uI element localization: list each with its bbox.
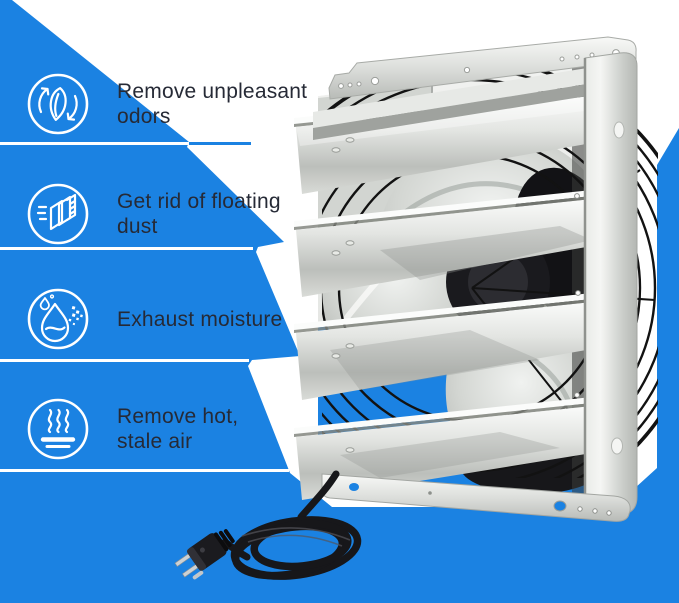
separator-lines (0, 142, 289, 472)
heat-icon (27, 398, 89, 460)
fan-top-inner-panel (313, 64, 612, 128)
feature-row-hot-air: Remove hot, stale air (26, 397, 326, 461)
fan-top-inner-shadow (313, 80, 612, 140)
power-cord (174, 470, 362, 580)
feature-row-dust: Get rid of floating dust (26, 182, 326, 246)
feature-label: Remove hot, stale air (117, 405, 239, 453)
fan-top-flange (328, 36, 637, 100)
fan-louver (294, 190, 592, 297)
fan-louver (294, 397, 592, 500)
fan-assembly (294, 36, 658, 522)
feature-label: Get rid of floating dust (117, 190, 281, 238)
fan-frame-right (574, 52, 638, 516)
odor-icon (27, 73, 89, 135)
feature-row-odors: Remove unpleasant odors (26, 72, 326, 136)
fan-louver (294, 293, 592, 400)
moisture-icon (27, 288, 89, 350)
feature-label: Remove unpleasant odors (117, 80, 308, 128)
power-plug (174, 529, 235, 580)
dust-icon (27, 183, 89, 245)
feature-row-moisture: Exhaust moisture (26, 287, 326, 351)
feature-label: Exhaust moisture (117, 307, 283, 331)
